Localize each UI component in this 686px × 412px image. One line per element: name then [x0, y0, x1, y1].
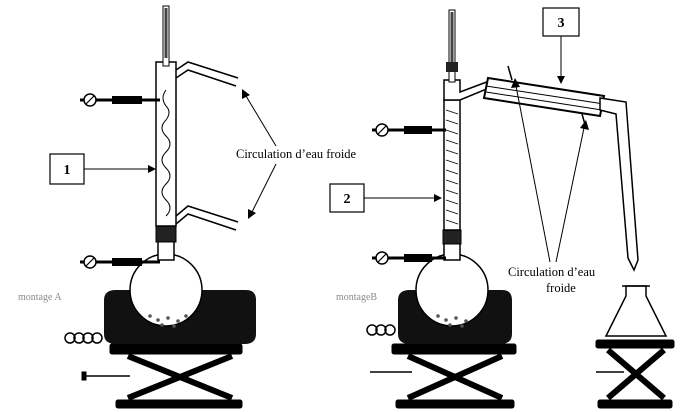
round-flask-b — [415, 253, 489, 327]
cable-coil-b — [366, 324, 396, 336]
clamp-a-low — [80, 255, 160, 269]
adapter-b — [599, 97, 639, 272]
ground-joint-a — [155, 225, 177, 243]
montage-a: 1 Circulation d’eau froide montage A — [18, 5, 357, 409]
vigreux-column-a — [155, 61, 177, 227]
boiling-chips-a — [148, 314, 188, 328]
water-tubes-a — [175, 61, 239, 231]
label-box-2 — [329, 183, 365, 213]
water-label-b-line1: Circulation d’eau — [508, 265, 596, 279]
label-2-text: 2 — [344, 192, 351, 207]
boiling-chips-b — [436, 314, 468, 328]
clamp-a-high — [80, 93, 160, 107]
water-label-a: Circulation d’eau froide — [236, 147, 357, 161]
label-3-text: 3 — [558, 16, 565, 31]
label-1-text: 1 — [64, 163, 71, 178]
label-box-1 — [49, 153, 85, 185]
clamp-b-high — [372, 123, 446, 137]
condenser-b — [482, 65, 606, 129]
lab-jack-b — [370, 343, 517, 409]
ground-joint-b — [442, 229, 462, 245]
lab-jack-a — [81, 343, 243, 409]
caption-montage-b: montageB — [336, 292, 377, 303]
still-head-b — [443, 79, 495, 101]
lab-jack-c — [595, 339, 675, 409]
clamp-b-low — [372, 251, 446, 265]
montage-b: 2 3 Circulation d’eau froide montageB — [329, 7, 675, 409]
water-label-b-line2: froide — [546, 281, 576, 295]
erlenmeyer-flask — [604, 285, 668, 337]
caption-montage-a: montage A — [18, 292, 62, 303]
label-box-3 — [542, 7, 580, 37]
cable-coil-a — [64, 332, 103, 344]
